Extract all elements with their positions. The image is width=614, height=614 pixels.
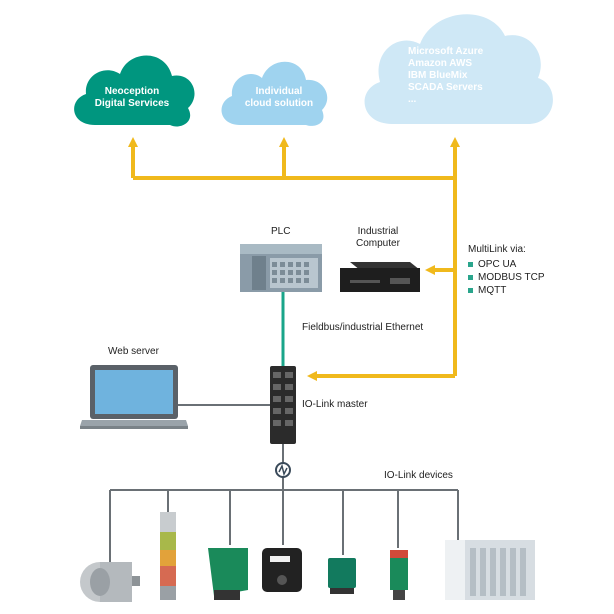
plc-label: PLC [271,226,291,237]
signal-tower-icon [160,512,176,600]
protocol-label: MODBUS TCP [478,272,545,283]
iolink-devices-label: IO-Link devices [384,470,453,481]
providers-cloud [364,14,553,124]
bullet-icon [468,262,473,267]
protocol-label: OPC UA [478,259,517,270]
provider-more: ... [408,94,417,105]
industrial-computer-icon [340,262,420,292]
bullet-icon [468,275,473,280]
cloud-subtitle: cloud solution [244,98,314,109]
multilink-title: MultiLink via: [468,244,526,255]
valve-terminal-icon [445,540,535,600]
rfid-reader-icon [262,548,302,592]
cloud-subtitle: Digital Services [94,98,170,109]
sensor-icon [208,548,248,600]
cloud-title: Neoception [104,86,160,97]
protocol-item: MQTT [468,284,545,297]
fieldbus-label: Fieldbus/industrial Ethernet [302,322,424,333]
cloud-title: Individual [255,86,303,97]
protocol-label: MQTT [478,285,507,296]
individual-cloud [221,61,328,126]
cloud-connection-lines [128,137,460,381]
provider-bluemix: IBM BlueMix [408,70,468,81]
providers-cloud-text: Microsoft Azure Amazon AWS IBM BlueMix S… [408,46,528,106]
provider-azure: Microsoft Azure [408,46,484,57]
label-line: Industrial [357,226,399,237]
iolink-master-icon [270,366,296,444]
photoelectric-sensor-icon [390,550,408,600]
bullet-icon [468,288,473,293]
industrial-computer-label: Industrial Computer [356,226,400,250]
iolink-master-label: IO-Link master [302,399,368,410]
plc-icon [240,244,322,292]
iolink-symbol-icon [275,462,291,478]
multilink-protocol-list: OPC UA MODBUS TCP MQTT [468,258,545,297]
device-bus [109,489,459,565]
protocol-item: MODBUS TCP [468,271,545,284]
laptop-icon [80,365,188,429]
web-server-label: Web server [108,346,159,357]
motor-icon [80,562,140,602]
protocol-item: OPC UA [468,258,545,271]
proximity-sensor-icon [328,558,356,594]
neoception-cloud [74,55,195,127]
label-line: Computer [356,238,400,249]
provider-aws: Amazon AWS [408,58,473,69]
individual-cloud-text: Individual cloud solution [224,86,334,110]
provider-scada: SCADA Servers [408,82,483,93]
neoception-cloud-text: Neoception Digital Services [72,86,192,110]
